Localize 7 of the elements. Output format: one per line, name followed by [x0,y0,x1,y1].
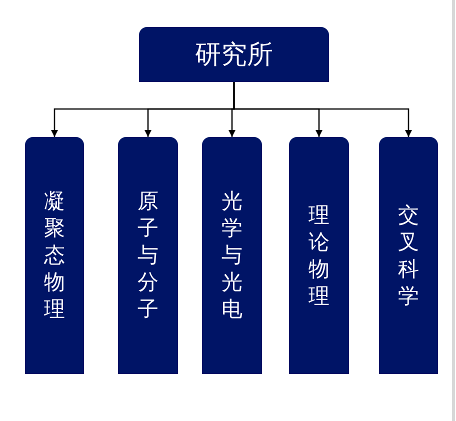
institute-box: 研究所 [139,27,329,82]
department-box: 原子与分子 [118,137,178,374]
connector-arrow [233,82,412,137]
department-box: 理论物理 [289,137,349,374]
department-box: 交叉科学 [379,137,438,374]
department-box: 凝聚态物理 [25,137,84,374]
department-box: 光学与光电 [202,137,262,374]
